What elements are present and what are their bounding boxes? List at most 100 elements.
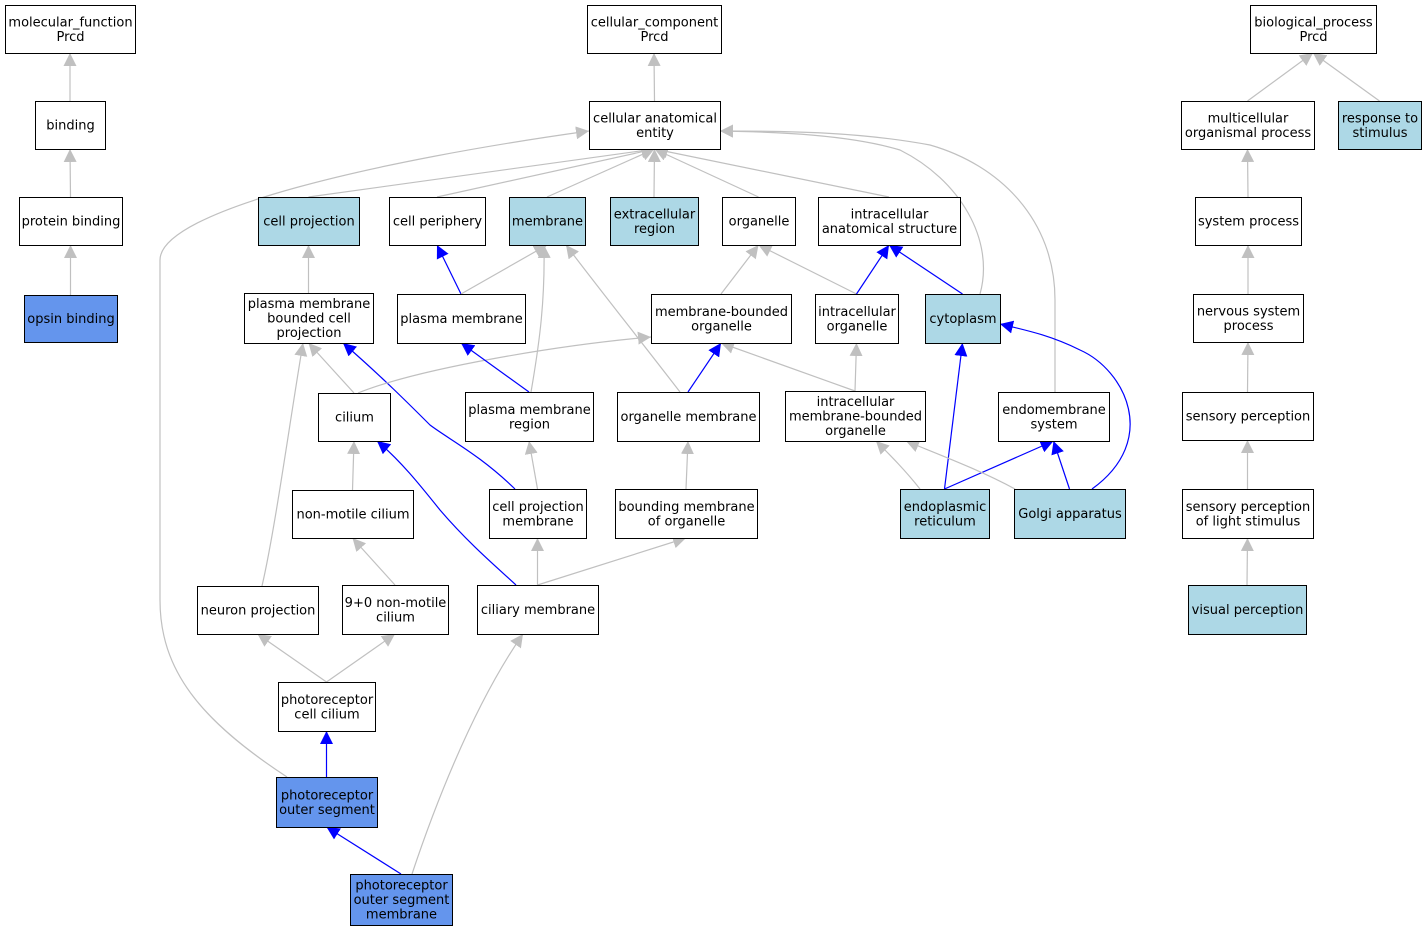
term-node-box: [587, 5, 722, 54]
term-node-box: [197, 586, 319, 635]
term-label-line: cell projection: [263, 215, 354, 230]
term-node-cell-projection[interactable]: cell projection: [258, 197, 360, 246]
term-node-box: [818, 197, 961, 246]
term-node-ciliary-membrane[interactable]: ciliary membrane: [477, 585, 599, 635]
term-label-line: organelle: [691, 319, 752, 334]
term-node-binding[interactable]: binding: [35, 101, 106, 150]
term-label-line: sensory perception: [1186, 410, 1311, 425]
edge-sensory-perception-to-nsp: [1241, 341, 1255, 393]
edge-cae-to-cc: [647, 52, 661, 102]
edge-er-to-imbo: [875, 440, 921, 490]
term-node-box: [651, 294, 792, 344]
term-node-box: [1014, 489, 1126, 539]
term-node-box: [318, 393, 391, 442]
term-label-line: region: [509, 417, 550, 432]
term-node-protein-binding[interactable]: protein binding: [19, 197, 123, 246]
edge-non-motile-cilium-to-cilium: [347, 440, 361, 491]
term-label-line: process: [1224, 319, 1274, 334]
term-label-line: endomembrane: [1002, 403, 1106, 418]
edge-mbo-to-organelle: [720, 244, 759, 295]
term-label-line: 9+0 non-motile: [345, 596, 447, 611]
edge-intracellular-organelle-to-ias: [855, 244, 890, 295]
term-node-box: [1195, 197, 1302, 246]
term-label-line: reticulum: [914, 514, 976, 529]
term-node-sensory-perception[interactable]: sensory perception: [1182, 392, 1314, 441]
term-label-line: cilium: [376, 610, 415, 625]
term-label-line: bounded cell: [267, 312, 351, 327]
term-label-line: outer segment: [354, 893, 450, 908]
term-label-line: visual perception: [1192, 603, 1304, 618]
term-label-line: extracellular: [614, 207, 696, 222]
term-label-line: organelle membrane: [620, 410, 756, 425]
term-label-line: organelle: [825, 424, 886, 439]
term-node-plasma-membrane[interactable]: plasma membrane: [397, 294, 526, 344]
term-node-box: [389, 197, 486, 246]
term-node-golgi[interactable]: Golgi apparatus: [1014, 489, 1126, 539]
edge-posm-to-pos: [326, 826, 402, 875]
term-node-cytoplasm[interactable]: cytoplasm: [925, 294, 1001, 344]
term-label-line: cilium: [335, 411, 374, 426]
term-label-line: plasma membrane: [400, 312, 523, 327]
term-label-line: cell periphery: [393, 215, 483, 230]
term-label-line: membrane: [502, 514, 573, 529]
term-node-box: [617, 392, 760, 442]
term-node-box: [1250, 5, 1377, 54]
term-node-cell-periphery[interactable]: cell periphery: [389, 197, 486, 246]
term-node-box: [1182, 392, 1314, 441]
term-node-visual-perception[interactable]: visual perception: [1188, 585, 1307, 635]
term-label-line: anatomical structure: [822, 222, 957, 237]
term-node-neuron-projection[interactable]: neuron projection: [197, 586, 319, 635]
term-node-system-process[interactable]: system process: [1195, 197, 1302, 246]
term-label-line: multicellular: [1208, 111, 1289, 126]
term-node-organelle-membrane[interactable]: organelle membrane: [617, 392, 760, 442]
term-node-box: [610, 197, 699, 246]
term-label-line: cytoplasm: [929, 312, 996, 327]
edge-nine-zero-to-non-motile-cilium: [352, 537, 396, 586]
term-node-organelle[interactable]: organelle: [722, 197, 796, 246]
edge-er-to-endomembrane: [944, 440, 1054, 490]
term-label-line: cell cilium: [294, 707, 359, 722]
term-node-box: [19, 197, 123, 246]
term-label-line: Prcd: [640, 30, 668, 45]
term-label-line: plasma membrane: [468, 403, 591, 418]
term-node-box: [615, 489, 758, 539]
edge-rts-to-bp: [1312, 52, 1380, 102]
edge-ciliary-membrane-to-bmo: [537, 535, 687, 586]
term-node-membrane[interactable]: membrane: [509, 197, 586, 246]
term-node-box: [722, 197, 796, 246]
term-label-line: membrane: [512, 215, 583, 230]
term-node-box: [1193, 294, 1304, 343]
term-node-non-motile-cilium[interactable]: non-motile cilium: [292, 490, 414, 539]
edge-imbo-to-mbo: [720, 341, 856, 392]
term-node-opsin-binding[interactable]: opsin binding: [24, 295, 118, 343]
term-node-box: [276, 777, 378, 828]
term-node-cilium[interactable]: cilium: [318, 393, 391, 442]
edge-pmr-to-plasma-membrane: [460, 342, 530, 393]
edge-endomembrane-to-cae: [719, 124, 1056, 392]
term-label-line: Prcd: [1299, 30, 1327, 45]
